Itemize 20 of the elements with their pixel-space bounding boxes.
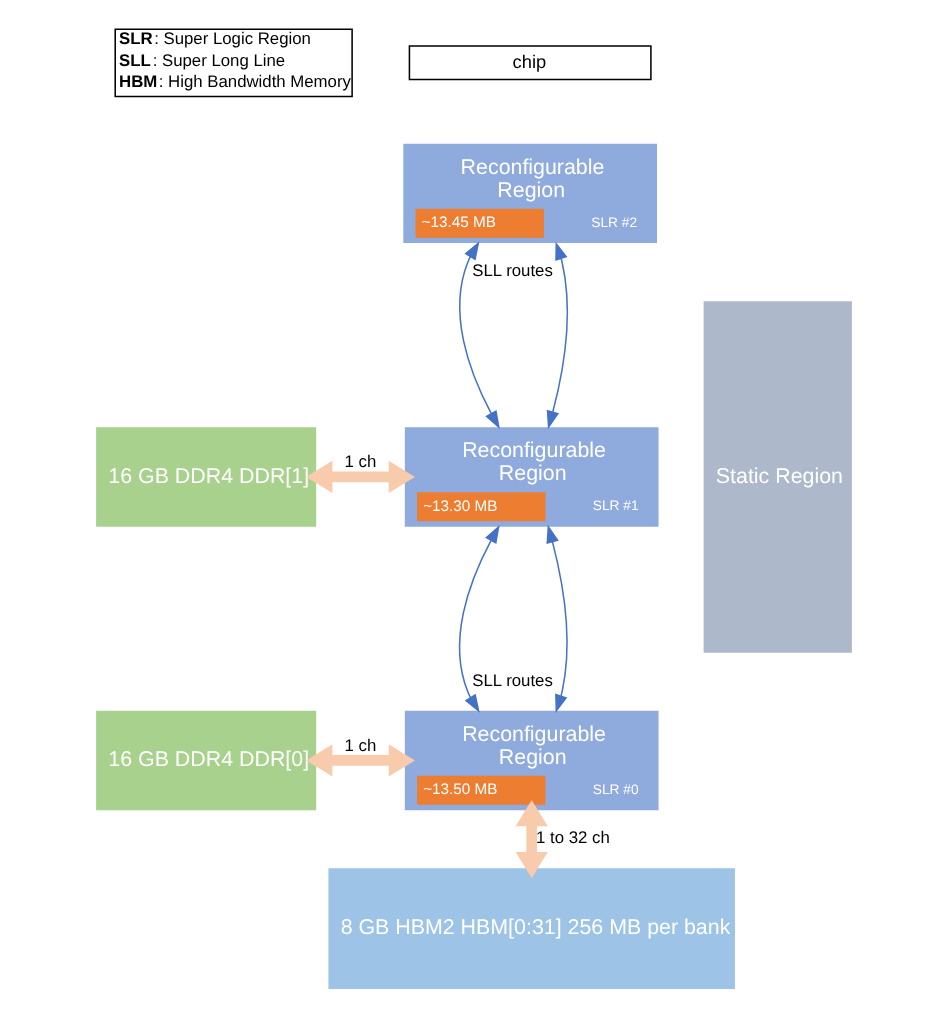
arrow	[545, 241, 567, 430]
label: SLL: Super Long Line	[118, 49, 285, 70]
node-box: 16 GB DDR4 DDR[0]	[95, 710, 316, 811]
node-box: Static Region	[702, 301, 851, 653]
edge-label: 1 ch	[343, 735, 376, 755]
arrow	[305, 744, 414, 777]
arrow	[458, 241, 499, 430]
node-box: chip	[407, 45, 651, 81]
label: SLR: Super Logic Region	[118, 28, 310, 49]
arrow	[514, 799, 547, 879]
arrow	[545, 524, 567, 713]
node-box: 16 GB DDR4 DDR[1]	[95, 427, 316, 527]
node-box: 8 GB HBM2 HBM[0:31] 256 MB per bank	[327, 868, 734, 989]
edge-label: SLL routes	[471, 670, 552, 691]
edge-label: 1 to 32 ch	[535, 827, 609, 848]
arrow	[457, 524, 499, 713]
arrow	[305, 460, 414, 494]
edge-label: SLL routes	[471, 260, 552, 281]
label: HBM: High Bandwidth Memory	[118, 70, 350, 91]
edge-label: 1 ch	[343, 451, 376, 472]
